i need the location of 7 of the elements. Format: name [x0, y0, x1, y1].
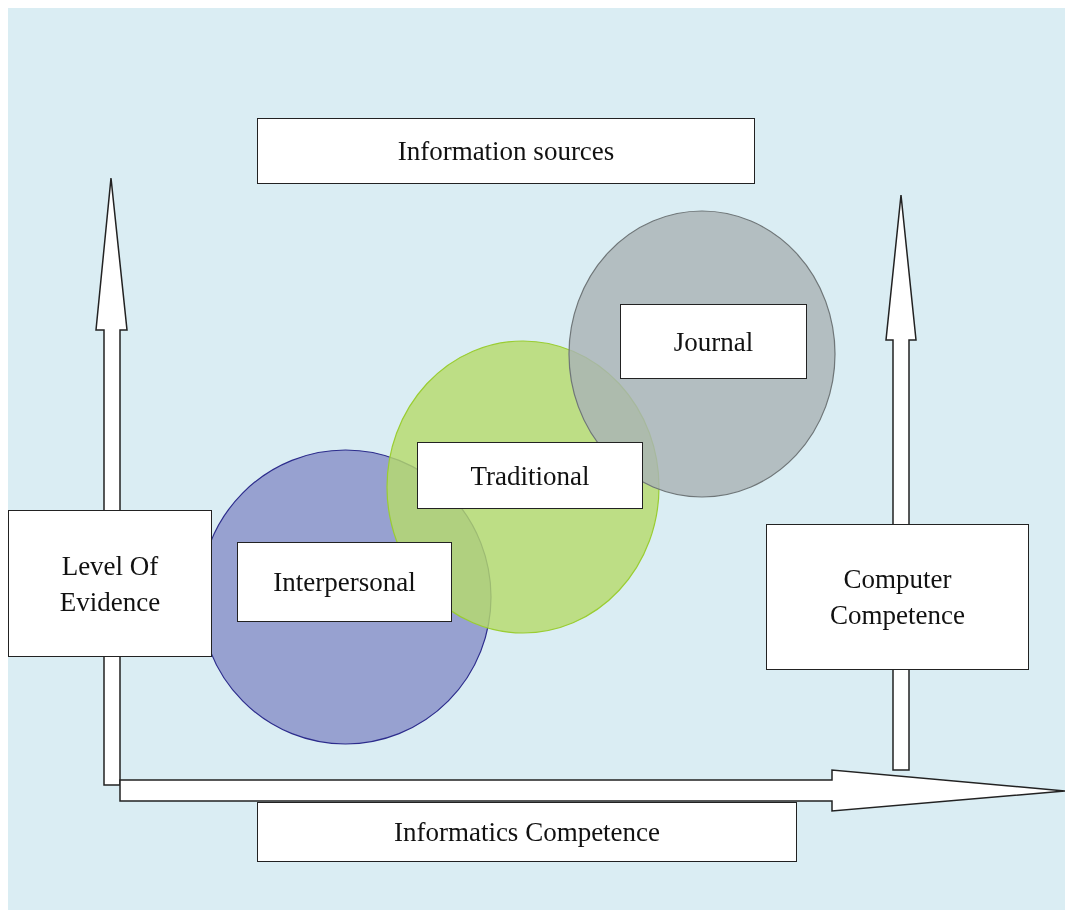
label-box: Information sources — [257, 118, 755, 184]
label-box: Journal — [620, 304, 807, 379]
label-box: Informatics Competence — [257, 802, 797, 862]
label-box: Interpersonal — [237, 542, 452, 622]
label-box: Traditional — [417, 442, 643, 509]
label-box: Computer Competence — [766, 524, 1029, 670]
label-box: Level Of Evidence — [8, 510, 212, 657]
